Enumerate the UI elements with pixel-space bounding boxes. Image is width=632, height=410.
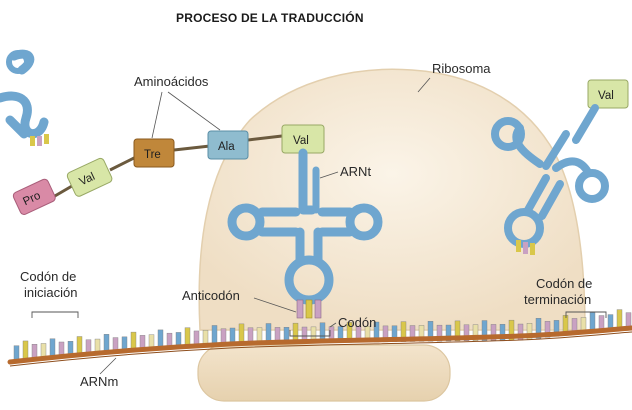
svg-text:Val: Val — [293, 135, 309, 147]
diagram-title: PROCESO DE LA TRADUCCIÓN — [176, 10, 364, 25]
arnm-label: ARNm — [80, 374, 118, 389]
arnm-leader — [100, 358, 116, 374]
mrna-base — [239, 324, 244, 344]
anticodon-bases — [297, 300, 321, 318]
aa-val-chain: Val — [66, 157, 113, 197]
aa-val-incoming: Val — [588, 80, 628, 108]
svg-text:Ala: Ala — [218, 141, 235, 153]
aa-ala: Ala — [208, 131, 248, 159]
svg-text:Val: Val — [598, 90, 614, 102]
trna-partial-left — [0, 54, 44, 134]
ribosome-small-subunit — [198, 345, 450, 401]
ribosome-large-subunit — [199, 69, 585, 330]
arnt-label: ARNt — [340, 164, 371, 179]
codon-inicio-label-2: iniciación — [24, 285, 77, 300]
codon-inicio-label-1: Codón de — [20, 269, 76, 284]
aminoacidos-label: Aminoácidos — [134, 74, 209, 89]
codon-term-label-1: Codón de — [536, 276, 592, 291]
codon-term-label-2: terminación — [524, 292, 591, 307]
trna-left-loop — [9, 53, 27, 71]
codon-inicio-bracket — [32, 312, 78, 318]
aa-tre: Tre — [134, 139, 174, 167]
codon-label: Codón — [338, 315, 376, 330]
ribosoma-label: Ribosoma — [432, 61, 491, 76]
svg-text:Tre: Tre — [144, 149, 161, 161]
anticodon-label: Anticodón — [182, 288, 240, 303]
aa-pro: Pro — [12, 178, 57, 216]
